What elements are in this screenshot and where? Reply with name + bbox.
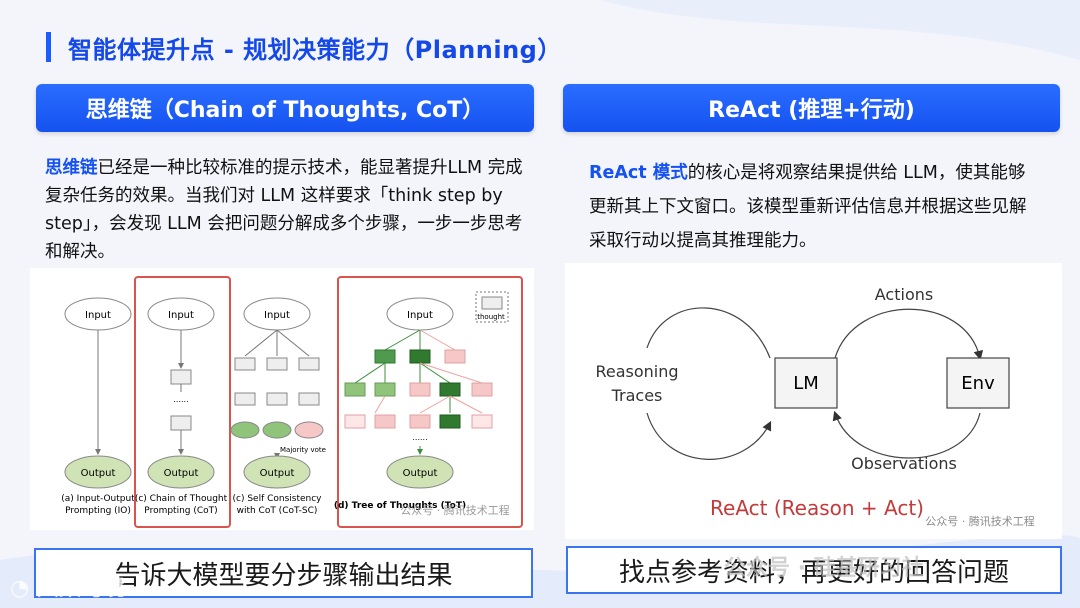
- cot-output: Output: [164, 468, 199, 479]
- react-env-node: Env: [961, 373, 995, 394]
- react-summary-box: 找点参考资料，再更好的回答问题: [566, 546, 1062, 594]
- cot-text: 已经是一种比较标准的提示技术，能显著提升LLM 完成复杂任务的效果。当我们对 L…: [45, 158, 523, 262]
- sc-caption-1: (c) Self Consistency: [232, 494, 322, 504]
- tot-input: Input: [407, 310, 433, 321]
- cot-diagram: Input Output (a) Input-Output Prompting …: [61, 276, 523, 528]
- cot-dots: ......: [173, 395, 188, 404]
- sc-caption-2: with CoT (CoT-SC): [237, 506, 318, 516]
- react-heading: ReAct (推理+行动): [563, 84, 1060, 132]
- sc-output: Output: [260, 468, 295, 479]
- react-observations-label: Observations: [851, 454, 957, 473]
- bottom-right-watermark: 公众号 · 硅基研习社: [724, 556, 924, 581]
- tot-dots: ......: [412, 433, 427, 442]
- io-caption-1: (a) Input-Output: [61, 494, 135, 504]
- sc-input: Input: [264, 310, 290, 321]
- io-output: Output: [81, 468, 116, 479]
- io-input: Input: [85, 310, 111, 321]
- cot-summary-box: 告诉大模型要分步骤输出结果: [34, 548, 533, 598]
- cot-caption-2: Prompting (CoT): [144, 506, 217, 516]
- react-reasoning-label-1: Reasoning: [595, 362, 678, 381]
- cot-diagram-panel: Input Output (a) Input-Output Prompting …: [30, 268, 534, 530]
- react-lm-node: LM: [793, 373, 819, 394]
- react-diagram-panel: Actions LM Env Reasoning Traces Observat…: [565, 263, 1062, 539]
- react-diagram-title: ReAct (Reason + Act): [710, 496, 924, 520]
- title-accent-bar: [46, 32, 51, 62]
- tot-output: Output: [403, 468, 438, 479]
- react-highlight: ReAct 模式: [589, 163, 688, 183]
- react-text: 的核心是将观察结果提供给 LLM，使其能够更新其上下文窗口。该模型重新评估信息并…: [589, 163, 1027, 251]
- react-diagram: Actions LM Env Reasoning Traces Observat…: [595, 285, 1035, 528]
- tot-caption: (d) Tree of Thoughts (ToT): [334, 501, 466, 511]
- react-actions-label: Actions: [875, 285, 933, 304]
- cot-highlight: 思维链: [45, 158, 98, 178]
- cot-input: Input: [168, 310, 194, 321]
- bottom-left-watermark: ◔ 大数跨境: [10, 576, 125, 601]
- cot-panel-watermark: 公众号 · 腾讯技术工程: [400, 503, 510, 517]
- cot-caption-1: (c) Chain of Thought: [135, 494, 228, 504]
- io-caption-2: Prompting (IO): [65, 506, 131, 516]
- react-reasoning-label-2: Traces: [611, 386, 663, 405]
- tot-legend-thought: thought: [477, 313, 505, 321]
- react-description: ReAct 模式的核心是将观察结果提供给 LLM，使其能够更新其上下文窗口。该模…: [589, 156, 1039, 258]
- cot-description: 思维链已经是一种比较标准的提示技术，能显著提升LLM 完成复杂任务的效果。当我们…: [45, 154, 530, 266]
- cot-heading: 思维链（Chain of Thoughts, CoT）: [36, 84, 534, 132]
- react-panel-watermark: 公众号 · 腾讯技术工程: [925, 514, 1035, 528]
- page-title: 智能体提升点 - 规划决策能力（Planning）: [68, 36, 562, 64]
- sc-majority: Majority vote: [280, 446, 326, 454]
- logo-icon: ◔: [10, 576, 37, 601]
